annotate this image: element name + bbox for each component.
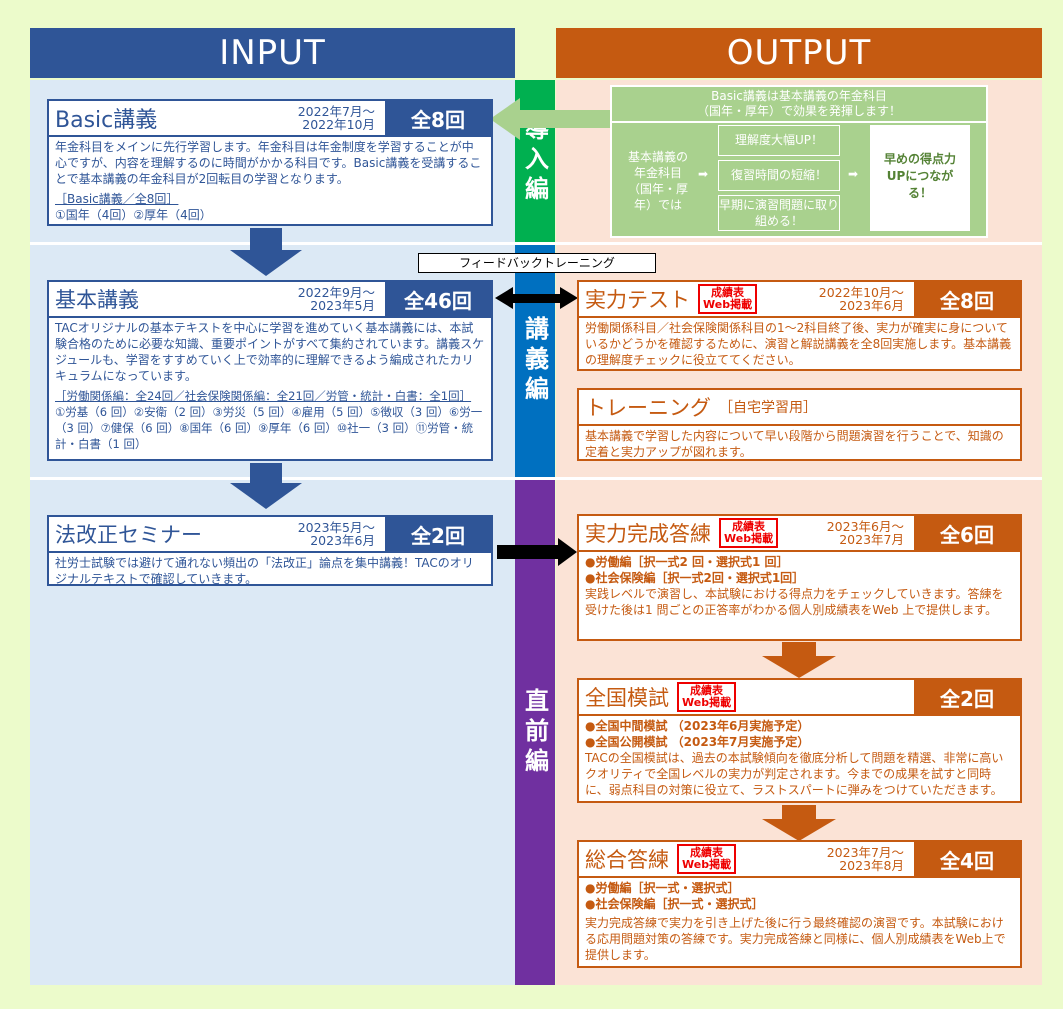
basic-course-card: 基本講義 2022年9月～2023年5月 全46回 TACオリジナルの基本テキス… xyxy=(47,280,493,461)
date-start: 2023年5月～ xyxy=(297,520,375,535)
card-body: 基本講義で学習した内容について早い段階から問題演習を行うことで、知識の定着と実力… xyxy=(585,429,1004,459)
arrow-right-icon xyxy=(558,538,577,566)
bullet: ●労働編［択一式・選択式］ xyxy=(585,881,740,895)
card-suffix: ［自宅学習用］ xyxy=(719,400,817,416)
divider xyxy=(30,242,1042,245)
card-body: 実践レベルで演習し、本試験における得点力をチェックしていきます。答練を受けた後は… xyxy=(585,587,1004,617)
card-title: 全国模試 xyxy=(585,686,669,710)
basic-lecture-card: Basic講義 2022年7月～2022年10月 全8回 年金科目をメインに先行… xyxy=(47,99,493,226)
session-count: 全8回 xyxy=(385,101,491,135)
card-title: 実力テスト xyxy=(585,288,690,312)
bullet: ●全国公開模試 （2023年7月実施予定） xyxy=(585,735,810,749)
green-item: 理解度大幅UP！ xyxy=(718,125,840,156)
card-body: TACの全国模試は、過去の本試験傾向を徹底分析して問題を精選、非常に高いクオリテ… xyxy=(585,751,1004,797)
green-left: 基本講義の年金科目（国年・厚年）では xyxy=(627,150,688,212)
session-count: 全2回 xyxy=(385,517,491,551)
date-start: 2023年7月～ xyxy=(826,845,904,860)
date-start: 2022年10月～ xyxy=(818,285,904,300)
phase-lecture: 講義編 xyxy=(515,245,555,477)
date-start: 2023年6月～ xyxy=(826,519,904,534)
phase-intro: 導入編 xyxy=(515,80,555,242)
card-items: ①労基（6 回）②安衛（2 回）③労災（5 回）④雇用（5 回）⑤徴収（3 回）… xyxy=(55,405,483,451)
date-end: 2022年10月 xyxy=(302,117,375,132)
card-title: トレーニング xyxy=(585,396,711,420)
card-title: 法改正セミナー xyxy=(55,523,202,547)
bullet: ●社会保険編［択一式2回・選択式1回］ xyxy=(585,571,805,585)
date-end: 2023年8月 xyxy=(839,858,904,873)
card-body: 実力完成答練で実力を引き上げた後に行う最終確認の演習です。本試験における応用問題… xyxy=(585,916,1006,962)
arrow-right-icon xyxy=(560,287,578,309)
down-arrow-head xyxy=(762,656,836,678)
green-item: 復習時間の短縮！ xyxy=(718,160,840,191)
input-header: INPUT xyxy=(30,28,515,78)
card-body: TACオリジナルの基本テキストを中心に学習を進めていく基本講義には、本試験合格の… xyxy=(55,321,485,383)
arrow-left-icon xyxy=(495,287,513,309)
session-count: 全6回 xyxy=(914,516,1020,550)
card-items: ①国年（4回）②厚年（4回） xyxy=(55,208,212,222)
output-header: OUTPUT xyxy=(556,28,1042,78)
session-count: 全46回 xyxy=(385,282,491,316)
arrow-icon: ➡ xyxy=(698,167,709,181)
down-arrow-head xyxy=(230,483,302,509)
session-count: 全8回 xyxy=(914,282,1020,316)
card-title: Basic講義 xyxy=(55,108,158,133)
arrow-icon: ➡ xyxy=(848,167,859,181)
date-end: 2023年5月 xyxy=(310,298,375,313)
date-end: 2023年6月 xyxy=(839,298,904,313)
session-count: 全4回 xyxy=(914,842,1020,876)
training-card: トレーニング ［自宅学習用］ 基本講義で学習した内容について早い段階から問題演習を… xyxy=(577,388,1022,461)
green-info-box: Basic講義は基本講義の年金科目（国年・厚年）で効果を発揮します！ 基本講義の… xyxy=(610,85,988,238)
green-title-1: Basic講義は基本講義の年金科目 xyxy=(711,89,887,103)
date-start: 2022年9月～ xyxy=(297,285,375,300)
phase-final: 直前編 xyxy=(515,480,555,985)
green-result: 早めの得点力UPにつながる！ xyxy=(870,125,970,231)
green-arrow-shaft xyxy=(518,110,610,128)
double-arrow-shaft xyxy=(510,294,565,303)
card-title: 基本講義 xyxy=(55,288,139,312)
date-end: 2023年7月 xyxy=(839,532,904,547)
arrow-shaft xyxy=(497,545,559,559)
down-arrow-head xyxy=(762,819,836,841)
card-sub: ［Basic講義／全8回］ xyxy=(55,192,179,206)
date-end: 2023年6月 xyxy=(310,533,375,548)
card-body: 社労士試験では避けて通れない頻出の「法改正」論点を集中講義！TACのオリジナルテ… xyxy=(55,556,474,586)
card-body: 労働関係科目／社会保険関係科目の1～2科目終了後、実力が確実に身についているかど… xyxy=(585,321,1012,367)
card-sub: ［労働関係編：全24回／社会保険関係編：全21回／労管・統計・白書：全1回］ xyxy=(55,389,472,403)
green-arrow-left-icon xyxy=(490,98,520,140)
card-title: 実力完成答練 xyxy=(585,522,711,546)
session-count: 全2回 xyxy=(914,680,1020,714)
law-revision-card: 法改正セミナー 2023年5月～2023年6月 全2回 社労士試験では避けて通れ… xyxy=(47,515,493,586)
down-arrow-icon xyxy=(782,805,816,819)
divider xyxy=(30,477,1042,480)
bullet: ●社会保険編［択一式・選択式］ xyxy=(585,897,764,911)
feedback-training-label: フィードバックトレーニング xyxy=(418,253,656,273)
green-item: 早期に演習問題に取り組める！ xyxy=(718,195,840,231)
card-body: 年金科目をメインに先行学習します。年金科目は年金制度を学習することが中心ですが、… xyxy=(55,140,482,186)
down-arrow-icon xyxy=(250,228,282,250)
green-title-2: （国年・厚年）で効果を発揮します！ xyxy=(696,104,901,118)
down-arrow-icon xyxy=(782,642,816,656)
card-title: 総合答練 xyxy=(585,848,669,872)
down-arrow-icon xyxy=(250,463,282,483)
bullet: ●全国中間模試 （2023年6月実施予定） xyxy=(585,719,810,733)
down-arrow-head xyxy=(230,250,302,276)
date-start: 2022年7月～ xyxy=(297,104,375,119)
bullet: ●労働編［択一式2 回・選択式1 回］ xyxy=(585,555,789,569)
